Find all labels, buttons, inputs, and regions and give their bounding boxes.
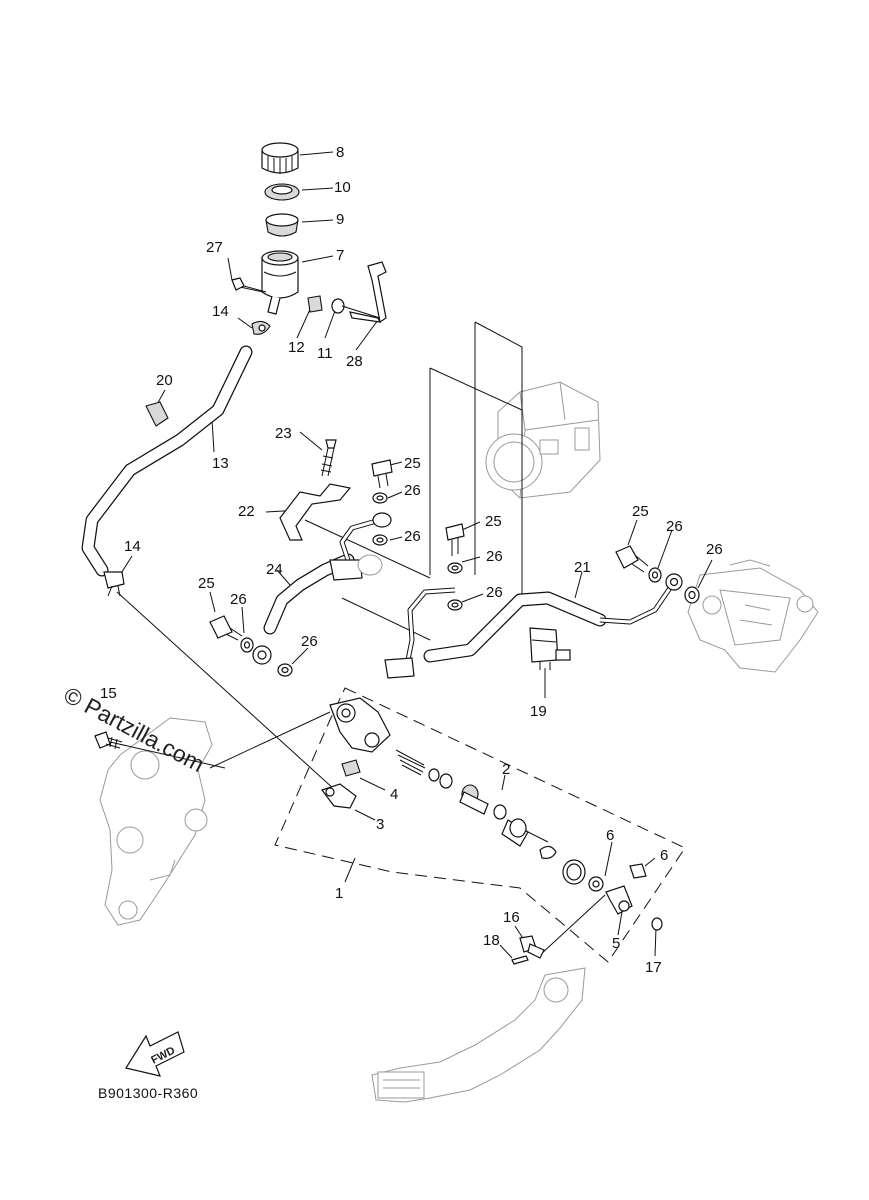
label-26-a[interactable]: 26 <box>404 482 421 499</box>
label-26-h[interactable]: 26 <box>301 633 318 650</box>
label-5[interactable]: 5 <box>612 935 620 952</box>
label-13[interactable]: 13 <box>212 455 229 472</box>
nut-6-a[interactable] <box>588 876 604 892</box>
washer-26-e[interactable] <box>648 567 662 583</box>
nut-6-b[interactable] <box>629 863 647 879</box>
label-4[interactable]: 4 <box>390 786 398 803</box>
screw-27[interactable] <box>231 277 267 293</box>
label-14-upper[interactable]: 14 <box>212 303 229 320</box>
label-1[interactable]: 1 <box>335 885 343 902</box>
label-3[interactable]: 3 <box>376 816 384 833</box>
brake-caliper-ghost <box>687 559 819 673</box>
label-18[interactable]: 18 <box>483 932 500 949</box>
label-25-a[interactable]: 25 <box>404 455 421 472</box>
label-6-a[interactable]: 6 <box>606 827 614 844</box>
label-9[interactable]: 9 <box>336 211 344 228</box>
reservoir-tank-7[interactable] <box>261 250 299 315</box>
label-27[interactable]: 27 <box>206 239 223 256</box>
bracket-28[interactable] <box>341 261 387 324</box>
grommet-12[interactable] <box>307 295 323 313</box>
washer-17[interactable] <box>651 917 663 931</box>
label-24[interactable]: 24 <box>266 561 283 578</box>
washer-26-d[interactable] <box>447 599 463 611</box>
label-26-b[interactable]: 26 <box>404 528 421 545</box>
brake-hose-21[interactable] <box>384 573 683 679</box>
hose-joint-3[interactable] <box>321 783 357 809</box>
washer-26-h[interactable] <box>277 663 293 677</box>
label-25-d[interactable]: 25 <box>198 575 215 592</box>
leader-lines <box>109 151 713 959</box>
label-16[interactable]: 16 <box>503 909 520 926</box>
label-19[interactable]: 19 <box>530 703 547 720</box>
label-22[interactable]: 22 <box>238 503 255 520</box>
washer-26-g[interactable] <box>240 637 254 653</box>
label-28[interactable]: 28 <box>346 353 363 370</box>
fwd-arrow-icon: FWD <box>125 1031 185 1077</box>
union-bolt-25-a[interactable] <box>371 459 393 489</box>
label-26-e[interactable]: 26 <box>666 518 683 535</box>
clevis-5[interactable] <box>605 885 633 915</box>
bolt-15[interactable] <box>94 731 123 750</box>
piston-kit-2[interactable] <box>395 749 586 885</box>
cotter-pin-18[interactable] <box>511 955 529 965</box>
label-25-c[interactable]: 25 <box>632 503 649 520</box>
assembly-boundary-1 <box>274 687 686 963</box>
washer-26-b[interactable] <box>372 534 388 546</box>
pin-16[interactable] <box>519 935 545 959</box>
footrest-bracket-ghost <box>99 717 213 926</box>
label-7[interactable]: 7 <box>336 247 344 264</box>
label-26-d[interactable]: 26 <box>486 584 503 601</box>
reservoir-hose-13[interactable] <box>81 345 253 577</box>
washer-26-f[interactable] <box>684 586 700 604</box>
label-15[interactable]: 15 <box>100 685 117 702</box>
label-12[interactable]: 12 <box>288 339 305 356</box>
hose-clamp-14-lower[interactable] <box>103 571 125 597</box>
diaphragm-plate-10[interactable] <box>264 183 300 201</box>
diaphragm-9[interactable] <box>265 213 299 237</box>
hose-holder-19[interactable] <box>529 627 571 670</box>
label-26-c[interactable]: 26 <box>486 548 503 565</box>
union-bolt-25-c[interactable] <box>615 545 649 573</box>
label-21[interactable]: 21 <box>574 559 591 576</box>
hose-clamp-20[interactable] <box>145 401 169 427</box>
hose-fitting-24-lower[interactable] <box>252 645 272 665</box>
label-17[interactable]: 17 <box>645 959 662 976</box>
label-6-b[interactable]: 6 <box>660 847 668 864</box>
label-11[interactable]: 11 <box>317 345 333 362</box>
label-26-f[interactable]: 26 <box>706 541 723 558</box>
oring-4[interactable] <box>341 759 361 777</box>
label-10[interactable]: 10 <box>334 179 351 196</box>
label-14-lower[interactable]: 14 <box>124 538 141 555</box>
brake-pedal-ghost <box>371 967 586 1103</box>
label-2[interactable]: 2 <box>502 761 510 778</box>
collar-11[interactable] <box>331 298 345 314</box>
reservoir-cap-8[interactable] <box>261 142 299 174</box>
bolt-23[interactable] <box>320 439 337 477</box>
label-25-b[interactable]: 25 <box>485 513 502 530</box>
label-26-g[interactable]: 26 <box>230 591 247 608</box>
union-bolt-25-d[interactable] <box>209 615 243 641</box>
label-23[interactable]: 23 <box>275 425 292 442</box>
label-20[interactable]: 20 <box>156 372 173 389</box>
hose-clamp-14-upper[interactable] <box>251 320 271 335</box>
part-number-labels: 8 10 9 27 7 14 12 11 28 20 13 23 25 26 2… <box>100 144 723 976</box>
union-bolt-25-b[interactable] <box>445 523 465 556</box>
master-cylinder-body[interactable] <box>329 697 391 753</box>
brake-hose-24[interactable] <box>263 512 392 635</box>
washer-26-a[interactable] <box>372 492 388 504</box>
abs-unit-ghost <box>485 381 601 499</box>
label-8[interactable]: 8 <box>336 144 344 161</box>
washer-26-c[interactable] <box>447 562 463 574</box>
bracket-22[interactable] <box>279 483 352 541</box>
diagram-code: B901300-R360 <box>98 1085 198 1101</box>
